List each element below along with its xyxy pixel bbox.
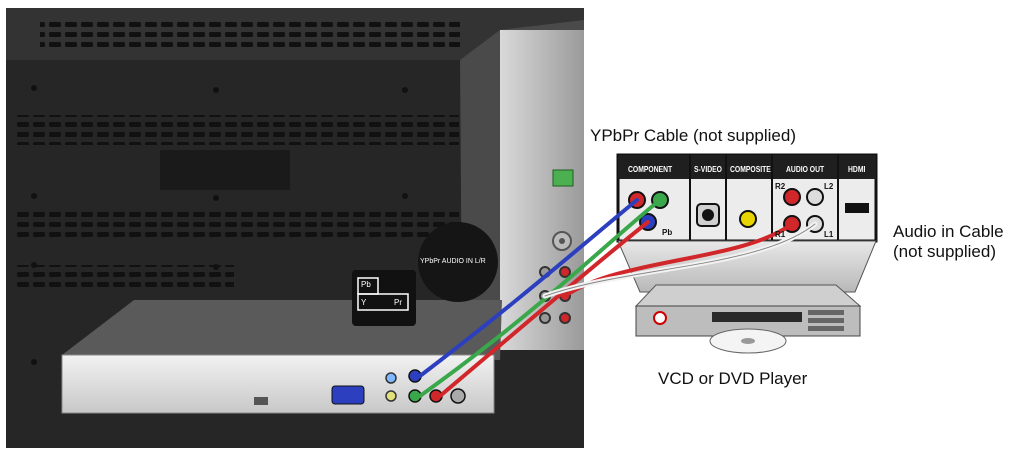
dvd-player <box>617 240 877 354</box>
audio-callout <box>418 222 498 302</box>
hdmi-port <box>845 203 869 213</box>
audio-cable-label-line1: Audio in Cable <box>893 222 1004 241</box>
composite-jack <box>739 210 757 228</box>
tv-audio-badge: YPbPr AUDIO IN L/R <box>420 258 486 265</box>
usb-port <box>254 397 268 405</box>
audio-cable-label-line2: (not supplied) <box>893 241 997 261</box>
component-callout <box>352 270 416 326</box>
ypbpr-cable <box>418 198 662 398</box>
tv-bottom-panel <box>61 300 502 414</box>
player-audio-l2-jack <box>806 188 824 206</box>
audio-cable <box>542 221 818 299</box>
tv-tag-pr: Pr <box>394 298 402 307</box>
jack-label-l2: L2 <box>824 182 834 191</box>
vga-port <box>331 385 365 405</box>
tv-coax-bottom <box>450 388 466 404</box>
section-composite: COMPOSITE <box>730 164 771 174</box>
section-svideo: S-VIDEO <box>694 164 722 174</box>
green-indicator <box>552 169 574 187</box>
player-label: VCD or DVD Player <box>658 369 808 388</box>
pc-audio-jack <box>385 372 397 384</box>
section-component: COMPONENT <box>628 164 673 174</box>
side-jack-red <box>559 266 571 278</box>
jack-label-r2: R2 <box>775 182 786 191</box>
jack-label-l1: L1 <box>824 230 834 239</box>
jack-label-pb: Pb <box>662 228 673 237</box>
section-hdmi: HDMI <box>848 164 866 174</box>
section-audio-out: AUDIO OUT <box>786 164 825 174</box>
ypbpr-cable-label: YPbPr Cable (not supplied) <box>590 126 797 145</box>
audio-cable-label: Audio in Cable (not supplied) <box>893 222 1004 261</box>
jack-label-r1: R1 <box>775 230 786 239</box>
tv-tag-y: Y <box>361 298 367 307</box>
tv-tag-pb: Pb <box>361 280 371 289</box>
player-audio-r2-jack <box>783 188 801 206</box>
